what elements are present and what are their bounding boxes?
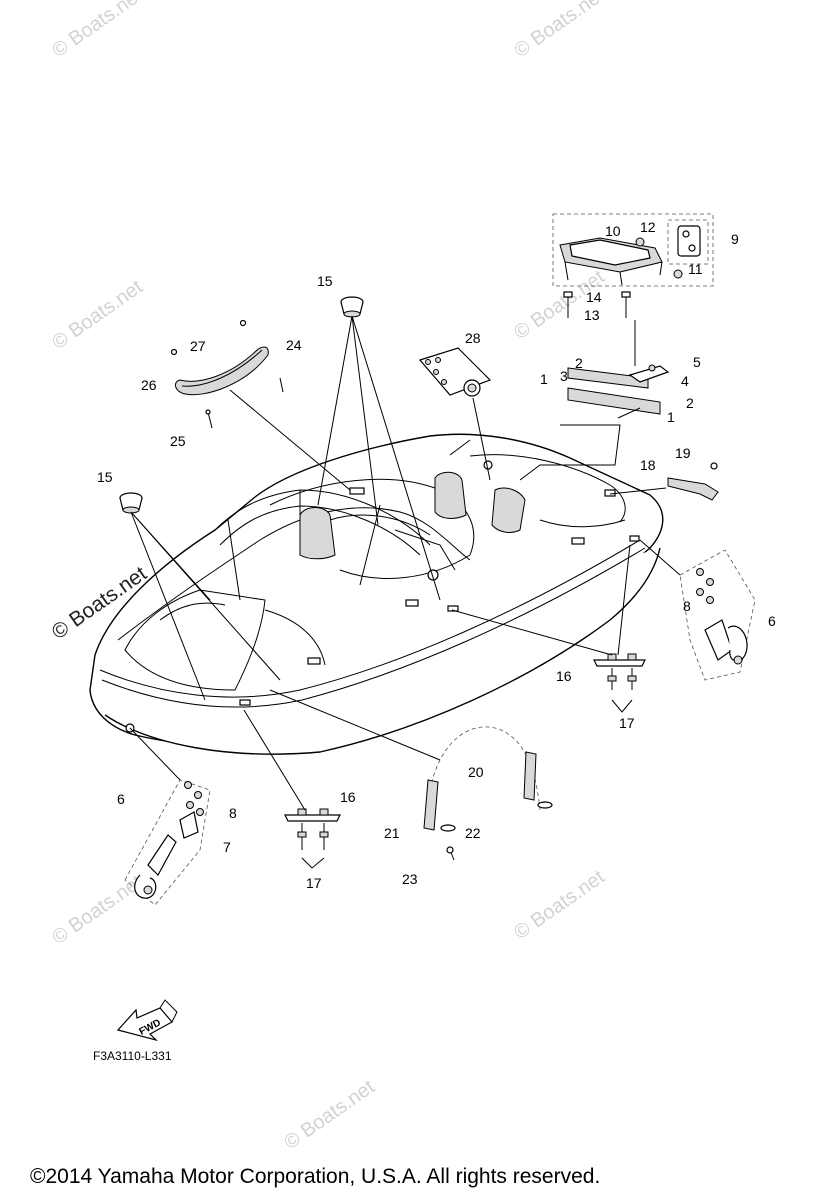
part-2-rail-upper — [567, 367, 649, 389]
callout-11: 11 — [688, 261, 703, 277]
watermark-text: © Boats.net — [48, 0, 147, 62]
callout-27: 27 — [190, 338, 206, 354]
part-18-strap — [667, 477, 719, 501]
callout-13: 13 — [584, 307, 600, 323]
part-28-plug-plate — [418, 347, 492, 397]
watermark-text: © Boats.net — [48, 871, 147, 949]
callout-16-right: 16 — [556, 668, 572, 684]
part-19-nut — [710, 462, 718, 470]
boat-hull — [89, 433, 664, 755]
callout-17-left: 17 — [306, 875, 322, 891]
part-10-nut — [635, 237, 645, 247]
callout-17-right: 17 — [619, 715, 635, 731]
callout-15-top: 15 — [317, 273, 333, 289]
part-1-rail-lower — [567, 387, 661, 415]
callout-14: 14 — [586, 289, 602, 305]
part-11-nut — [673, 269, 683, 279]
callout-15-left: 15 — [97, 469, 113, 485]
callout-16-left: 16 — [340, 789, 356, 805]
fwd-arrow-icon: FWD — [116, 999, 178, 1042]
assembly-6-right-frame — [679, 549, 756, 681]
callout-5: 5 — [693, 354, 701, 370]
callout-8-right: 8 — [683, 598, 691, 614]
leader-lines — [129, 315, 681, 869]
part-9-plate — [559, 237, 663, 286]
part-15-cup-holder-top — [340, 296, 364, 318]
callout-2-a: 2 — [575, 355, 583, 371]
callout-10: 10 — [605, 223, 621, 239]
callout-12: 12 — [640, 219, 656, 235]
part-13-14-bolts — [563, 291, 631, 318]
part-24-grab-handle — [174, 346, 269, 396]
callout-4: 4 — [681, 373, 689, 389]
callout-28: 28 — [465, 330, 481, 346]
callout-8-left: 8 — [229, 805, 237, 821]
watermark-text: © Boats.net — [510, 0, 609, 62]
callout-6-right: 6 — [768, 613, 776, 629]
callout-3: 3 — [560, 368, 568, 384]
part-20-ski-tow — [423, 726, 541, 831]
callout-23: 23 — [402, 871, 418, 887]
part-17-bolts-left — [297, 823, 329, 850]
callout-21: 21 — [384, 825, 400, 841]
assembly-6-left-frame — [124, 779, 211, 906]
part-25-27-screws — [170, 319, 284, 429]
part-16-cleat-left — [284, 808, 341, 822]
part-6-bow-eye-right — [704, 619, 748, 665]
watermark-text: © Boats.net — [280, 1076, 379, 1154]
part-6-bow-eye-left — [134, 834, 177, 899]
part-8-nuts-right — [696, 568, 714, 604]
callout-7: 7 — [223, 839, 231, 855]
part-21-22-23-hardware — [440, 801, 553, 861]
callout-26: 26 — [141, 377, 157, 393]
callout-22: 22 — [465, 825, 481, 841]
callout-25: 25 — [170, 433, 186, 449]
copyright-notice: ©2014 Yamaha Motor Corporation, U.S.A. A… — [30, 1165, 601, 1188]
part-12-bracket — [677, 225, 701, 257]
callout-20: 20 — [468, 764, 484, 780]
callout-24: 24 — [286, 337, 302, 353]
part-16-cleat-right — [593, 653, 646, 667]
part-17-bolts-right — [607, 668, 637, 690]
part-4-5-clip — [628, 364, 670, 383]
callout-1-a: 1 — [540, 371, 548, 387]
callout-2-b: 2 — [686, 395, 694, 411]
assembly-9-frame — [552, 213, 714, 287]
callout-6-left: 6 — [117, 791, 125, 807]
callout-18: 18 — [640, 457, 656, 473]
part-8-nuts-left — [184, 781, 204, 816]
watermark-text: © Boats.net — [510, 866, 609, 944]
part-7-plate — [179, 811, 199, 839]
watermark-text: © Boats.net — [48, 276, 147, 354]
callout-1-b: 1 — [667, 409, 675, 425]
part-15-cup-holder-left — [119, 492, 143, 514]
callout-9: 9 — [731, 231, 739, 247]
drawing-code: F3A3110-L331 — [93, 1049, 172, 1063]
callout-19: 19 — [675, 445, 691, 461]
callout-labels: 1 1 2 2 3 4 5 6 6 7 8 8 9 10 11 12 13 14… — [97, 219, 776, 891]
